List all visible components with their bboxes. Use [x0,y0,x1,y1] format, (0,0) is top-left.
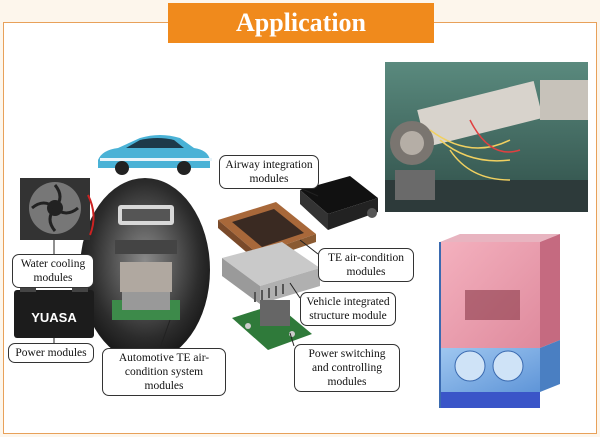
battery-image: YUASA [14,284,94,338]
label-power-switching: Power switching and controlling modules [294,344,400,392]
battery-brand-text: YUASA [31,310,77,325]
label-vehicle-structure: Vehicle integrated structure module [300,292,396,326]
label-water-cooling: Water cooling modules [12,254,94,288]
label-te-air-condition: TE air-condition modules [318,248,414,282]
label-power-modules: Power modules [8,343,94,363]
label-airway-integration: Airway integration modules [219,155,319,189]
aircon-unit-render [439,234,560,408]
lab-test-bench-photo [385,62,588,212]
dashboard-photo [80,178,210,362]
page-title: Application [168,3,434,43]
car-image [98,135,212,175]
water-cooling-fan-image [20,178,95,240]
label-automotive-system: Automotive TE air-condition system modul… [102,348,226,396]
airway-module-image [300,176,378,230]
